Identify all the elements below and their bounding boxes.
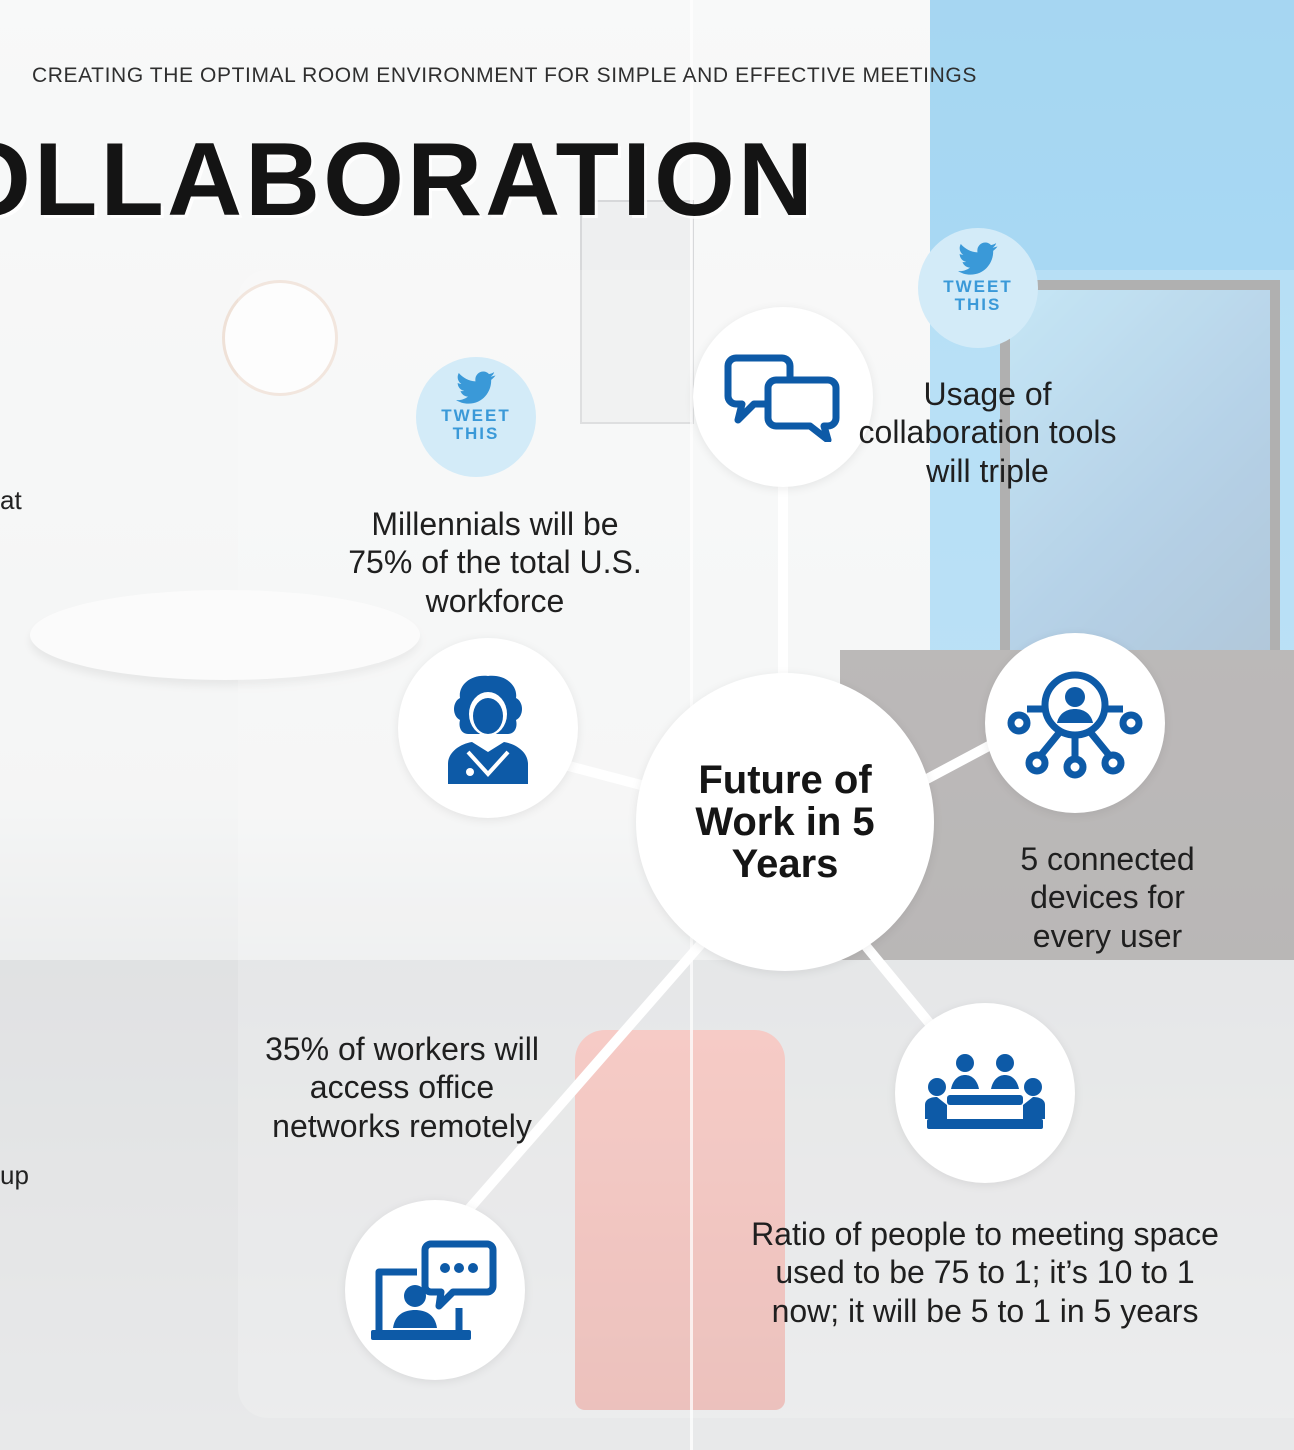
connector-to-remote bbox=[450, 940, 705, 1230]
stat-connected-devices: 5 connected devices for every user bbox=[1020, 841, 1195, 954]
tweet-this-badge[interactable]: TWEET THIS bbox=[918, 228, 1038, 348]
remote-node bbox=[345, 1200, 525, 1380]
tweet-this-badge[interactable]: TWEET THIS bbox=[416, 357, 536, 477]
clipped-text-fragment: at bbox=[0, 485, 22, 515]
twitter-bird-icon bbox=[958, 242, 998, 275]
meeting-table-icon bbox=[925, 1054, 1045, 1129]
clipped-text-fragment: up bbox=[0, 1160, 29, 1190]
video-chat-icon bbox=[371, 1240, 497, 1340]
stat-meeting-ratio: Ratio of people to meeting space used to… bbox=[751, 1216, 1219, 1329]
network-node bbox=[985, 633, 1165, 813]
stat-collaboration-tools: Usage of collaboration tools will triple bbox=[858, 376, 1117, 489]
page-subtitle: CREATING THE OPTIMAL ROOM ENVIRONMENT FO… bbox=[32, 64, 977, 87]
stat-remote-access: 35% of workers will access office networ… bbox=[265, 1031, 539, 1144]
tweet-this-label: TWEET THIS bbox=[441, 406, 511, 443]
stat-millennials: Millennials will be 75% of the total U.S… bbox=[348, 506, 642, 619]
chat-bubbles-icon bbox=[724, 354, 840, 442]
hub-circle: Future of Work in 5 Years bbox=[636, 673, 934, 971]
chat-node bbox=[693, 307, 873, 487]
meeting-node bbox=[895, 1003, 1075, 1183]
connector-to-meeting bbox=[860, 940, 940, 1035]
person-node bbox=[398, 638, 578, 818]
twitter-bird-icon bbox=[456, 371, 496, 404]
hub-title: Future of Work in 5 Years bbox=[695, 758, 875, 886]
person-headset-icon bbox=[448, 675, 528, 784]
page-title: OLLABORATION bbox=[0, 122, 816, 238]
tweet-this-label: TWEET THIS bbox=[943, 277, 1013, 314]
user-network-icon bbox=[1007, 671, 1143, 779]
